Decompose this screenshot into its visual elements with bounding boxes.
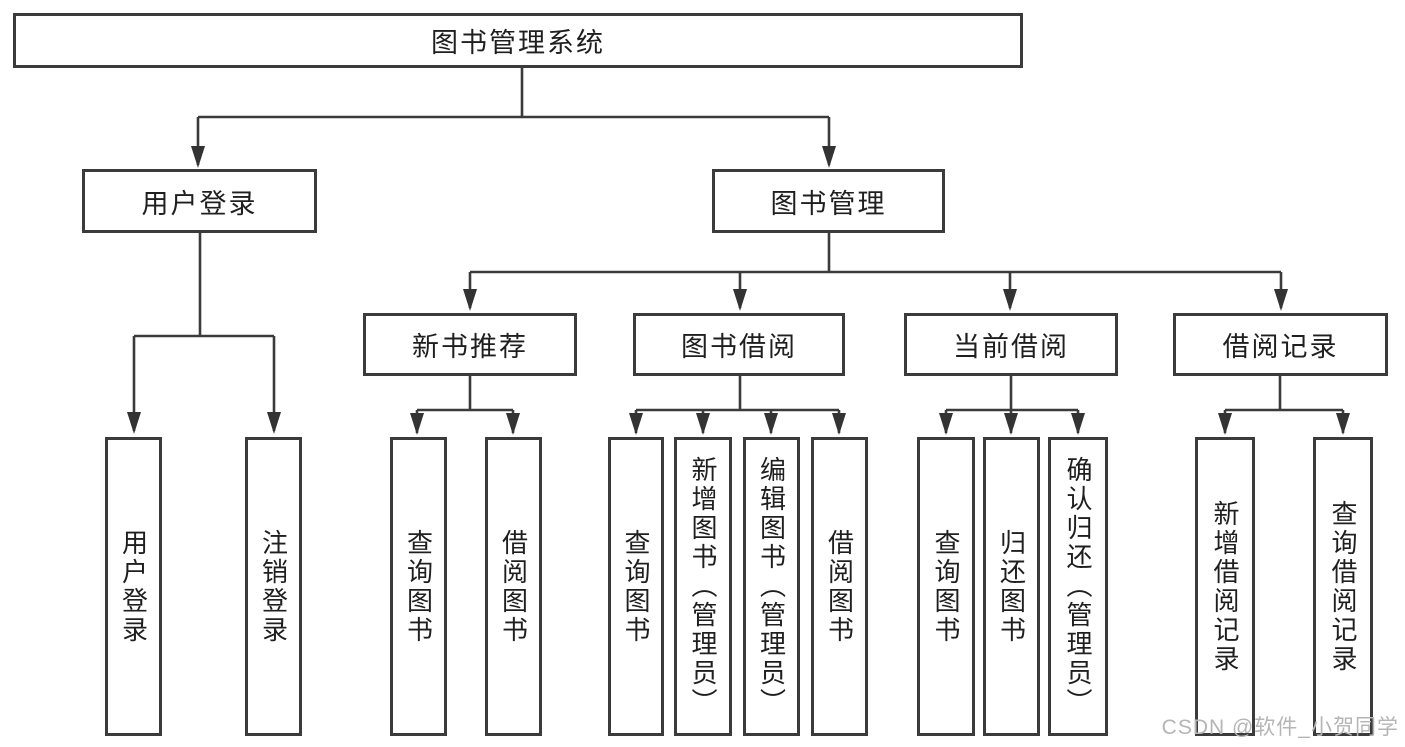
leaf-confirm-return-admin: 确认归还（管理员） <box>1048 437 1108 736</box>
arrow-current <box>1003 289 1017 311</box>
node-root-system: 图书管理系统 <box>13 13 1023 68</box>
arrow-borrow-c4 <box>832 413 846 435</box>
leaf-edit-books-admin-label: 编辑图书（管理员） <box>756 456 787 717</box>
arrow-user-c1 <box>127 412 141 434</box>
leaf-add-borrow-record-label: 新增借阅记录 <box>1210 499 1240 674</box>
arrow-user-login <box>191 146 205 168</box>
leaf-user-login-label: 用户登录 <box>118 528 149 645</box>
arrow-user-c2 <box>267 412 281 434</box>
arrowheads <box>127 146 1350 435</box>
node-borrow-records-label: 借阅记录 <box>1222 332 1339 362</box>
leaf-query-borrow-record-label: 查询借阅记录 <box>1328 499 1358 674</box>
leaf-borrow-books-label: 借阅图书 <box>824 528 855 645</box>
leaf-recommend-query-books: 查询图书 <box>390 437 447 736</box>
node-new-book-recommend-label: 新书推荐 <box>412 332 528 362</box>
arrow-recommend-c1 <box>410 413 424 435</box>
leaf-add-books-admin-label: 新增图书（管理员） <box>688 456 718 717</box>
arrow-current-c1 <box>939 413 953 435</box>
arrow-recommend <box>463 289 477 311</box>
leaf-current-query-books-label: 查询图书 <box>931 528 961 645</box>
node-book-borrowing-label: 图书借阅 <box>681 332 797 362</box>
node-book-management-label: 图书管理 <box>770 188 887 219</box>
leaf-borrow-query-books-label: 查询图书 <box>621 528 651 645</box>
leaf-borrow-query-books: 查询图书 <box>608 437 664 736</box>
node-book-management: 图书管理 <box>712 169 945 233</box>
leaf-recommend-borrow-books: 借阅图书 <box>485 437 542 736</box>
node-book-borrowing: 图书借阅 <box>633 313 845 376</box>
arrow-borrow-c2 <box>696 413 710 435</box>
leaf-recommend-query-books-label: 查询图书 <box>403 528 434 645</box>
leaf-return-books: 归还图书 <box>983 437 1040 736</box>
arrow-borrow-c1 <box>629 413 643 435</box>
arrow-records-c1 <box>1218 413 1232 435</box>
arrow-current-c2 <box>1004 413 1018 435</box>
node-current-borrowing: 当前借阅 <box>904 313 1118 376</box>
csdn-watermark: CSDN @软件_小贺同学 <box>1161 716 1399 739</box>
node-user-login-module: 用户登录 <box>82 169 317 233</box>
node-user-login-label: 用户登录 <box>141 188 258 219</box>
leaf-add-books-admin: 新增图书（管理员） <box>674 437 732 736</box>
leaf-user-login: 用户登录 <box>105 437 162 736</box>
node-new-book-recommend: 新书推荐 <box>363 313 577 376</box>
leaf-recommend-borrow-books-label: 借阅图书 <box>498 528 529 645</box>
leaf-edit-books-admin: 编辑图书（管理员） <box>743 437 800 736</box>
leaf-confirm-return-admin-label: 确认归还（管理员） <box>1063 456 1093 717</box>
arrow-current-c3 <box>1071 413 1085 435</box>
arrow-borrow-c3 <box>764 413 778 435</box>
arrow-records <box>1274 289 1288 311</box>
leaf-logout: 注销登录 <box>245 437 302 736</box>
node-borrow-records: 借阅记录 <box>1173 313 1388 376</box>
leaf-add-borrow-record: 新增借阅记录 <box>1195 437 1255 736</box>
leaf-borrow-books: 借阅图书 <box>811 437 868 736</box>
leaf-query-borrow-record: 查询借阅记录 <box>1313 437 1373 736</box>
leaf-current-query-books: 查询图书 <box>917 437 975 736</box>
node-current-borrowing-label: 当前借阅 <box>953 332 1069 362</box>
arrow-records-c2 <box>1336 413 1350 435</box>
leaf-return-books-label: 归还图书 <box>996 528 1027 645</box>
node-root-label: 图书管理系统 <box>431 28 605 58</box>
leaf-logout-label: 注销登录 <box>258 528 289 645</box>
arrow-recommend-c2 <box>506 413 520 435</box>
arrow-book-mgmt <box>822 146 836 168</box>
arrow-borrow <box>733 289 747 311</box>
